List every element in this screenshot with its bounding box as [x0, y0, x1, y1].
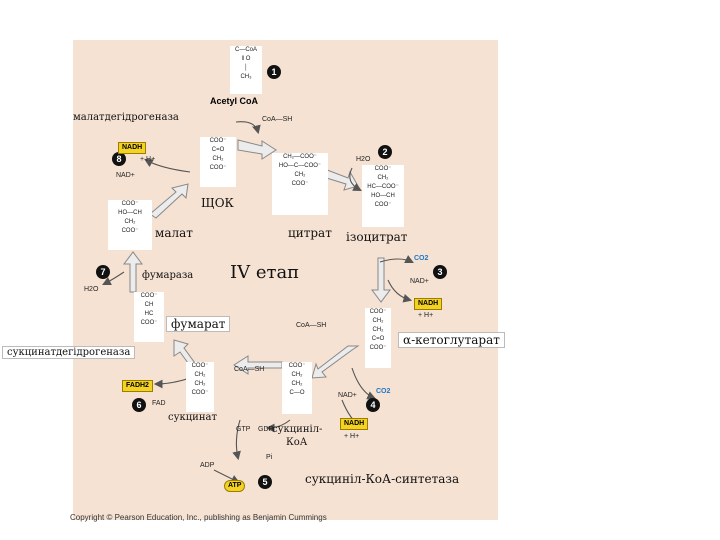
arrow-malate-oaa	[149, 183, 189, 219]
acetyl-coa-structure: C—CoA‖ O│CH₃	[230, 46, 262, 94]
nad-3: NAD+	[410, 278, 429, 285]
h-3: + H+	[418, 312, 434, 319]
adp: ADP	[200, 462, 215, 469]
copyright-text: Copyright © Pearson Education, Inc., pub…	[70, 513, 327, 522]
diagram-panel	[73, 40, 498, 520]
coa-sh-top: CoA—SH	[262, 116, 293, 123]
nadh-box-8: NADH	[118, 142, 147, 154]
acetyl-coa-label: Acetyl CoA	[210, 96, 259, 106]
stage-title: IV етап	[230, 262, 300, 283]
label-succinyl-coa-1: сукциніл-	[272, 424, 323, 435]
gdp: GDP	[258, 426, 274, 433]
arrow-akg-succcoa	[311, 345, 360, 379]
label-fumarase: фумараза	[142, 270, 194, 281]
arrow-oaa-citrate	[237, 139, 277, 160]
fad: FAD	[152, 400, 166, 407]
nadh-box-4: NADH	[340, 418, 369, 430]
fadh2-box: FADH2	[122, 380, 153, 392]
label-akg: α-кетоглутарат	[398, 332, 505, 348]
co2-3: CO2	[414, 255, 429, 262]
label-malate-dh: малатдегідрогеназа	[73, 112, 179, 123]
h-4: + H+	[344, 433, 360, 440]
step-2-badge: 2	[378, 145, 392, 159]
step-7-badge: 7	[96, 265, 110, 279]
arrow-succcoa-succinate	[233, 355, 283, 375]
step-4-badge: 4	[366, 398, 380, 412]
arrow-isocitrate-akg	[371, 257, 391, 303]
gtp: GTP	[236, 426, 251, 433]
step-8-badge: 8	[112, 152, 126, 166]
nad-4: NAD+	[338, 392, 357, 399]
label-malate: малат	[155, 226, 193, 240]
nad-8: NAD+	[116, 172, 135, 179]
step-1-badge: 1	[267, 65, 281, 79]
label-succinyl-coa-2: КоА	[286, 437, 308, 448]
label-fumarate: фумарат	[166, 316, 231, 332]
label-oxaloacetate: ЩОК	[201, 196, 234, 210]
coa-sh-mid: CoA—SH	[296, 322, 327, 329]
pi: Pi	[266, 454, 273, 461]
co2-4: CO2	[376, 388, 391, 395]
label-synthetase: сукциніл-КоА-синтетаза	[305, 472, 460, 486]
label-succinate: сукцинат	[168, 412, 217, 423]
label-isocitrate: ізоцитрат	[346, 230, 408, 244]
step-5-badge: 5	[258, 475, 272, 489]
arrow-fumarate-malate	[123, 251, 143, 293]
nadh-box-3: NADH	[414, 298, 443, 310]
h2o-2: H2O	[356, 156, 371, 163]
step-6-badge: 6	[132, 398, 146, 412]
step-3-badge: 3	[433, 265, 447, 279]
coa-sh-5: CoA—SH	[234, 366, 265, 373]
label-citrate: цитрат	[288, 226, 332, 240]
label-succinate-dh: сукцинатдегідрогеназа	[2, 346, 136, 359]
atp-starburst: ATP	[224, 480, 246, 492]
h2o-7: H2O	[84, 286, 99, 293]
h-8: + H+	[140, 156, 156, 163]
